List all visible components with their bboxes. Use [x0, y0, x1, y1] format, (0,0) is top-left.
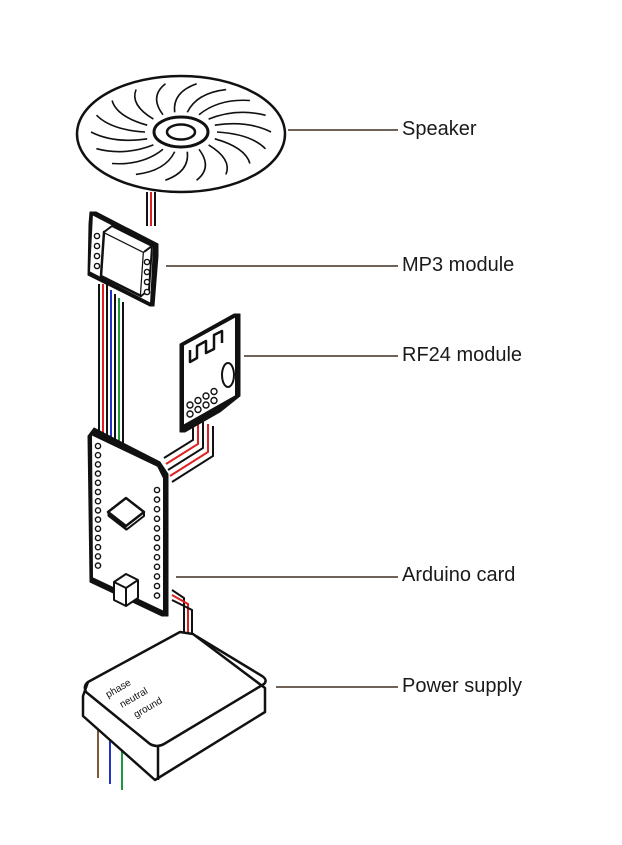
- rf24-module-label: RF24 module: [402, 344, 522, 367]
- arduino-pin: [154, 487, 159, 492]
- arduino-pin: [154, 507, 159, 512]
- mp3-arduino-wires: [99, 284, 123, 448]
- mp3-pin: [144, 279, 149, 284]
- arduino-pin: [154, 497, 159, 502]
- arduino-pin: [95, 499, 100, 504]
- arduino-pin: [154, 545, 159, 550]
- arduino-pin: [154, 583, 159, 588]
- arduino-card: [88, 428, 168, 616]
- arduino-pin: [95, 545, 100, 550]
- mp3-pin: [144, 289, 149, 294]
- mp3-pin: [144, 259, 149, 264]
- arduino-pin: [95, 526, 100, 531]
- rf24-pin: [195, 407, 201, 413]
- rf24-pin: [187, 411, 193, 417]
- arduino-pin: [154, 535, 159, 540]
- arduino-psu-wires: [172, 590, 192, 636]
- speaker: [77, 76, 285, 192]
- arduino-pin: [95, 480, 100, 485]
- arduino-pin: [95, 508, 100, 513]
- arduino-pin: [154, 564, 159, 569]
- arduino-pin: [95, 471, 100, 476]
- power-supply-label: Power supply: [402, 675, 522, 698]
- rf24-pin: [187, 402, 193, 408]
- arduino-pin: [154, 526, 159, 531]
- mp3-pin: [94, 263, 99, 268]
- mp3-pin: [94, 233, 99, 238]
- rf24-module: [180, 314, 240, 432]
- mp3-pin: [94, 253, 99, 258]
- mp3-pin: [94, 243, 99, 248]
- rf24-pin: [211, 398, 217, 404]
- arduino-pin: [95, 443, 100, 448]
- arduino-pin: [95, 489, 100, 494]
- rf24-pin: [203, 393, 209, 399]
- arduino-pin: [154, 593, 159, 598]
- arduino-card-label: Arduino card: [402, 564, 515, 587]
- arduino-pin: [154, 516, 159, 521]
- speaker-wires: [147, 192, 155, 226]
- arduino-pin: [95, 554, 100, 559]
- mp3-module-label: MP3 module: [402, 254, 514, 277]
- arduino-pin: [95, 535, 100, 540]
- speaker-label: Speaker: [402, 118, 477, 141]
- arduino-pin: [95, 517, 100, 522]
- rf24-pin: [195, 398, 201, 404]
- arduino-pin: [95, 453, 100, 458]
- arduino-pin: [154, 574, 159, 579]
- arduino-pin: [95, 563, 100, 568]
- arduino-pin: [154, 555, 159, 560]
- rf24-pin: [203, 402, 209, 408]
- arduino-pin: [95, 462, 100, 467]
- rf24-pin: [211, 389, 217, 395]
- mp3-pin: [144, 269, 149, 274]
